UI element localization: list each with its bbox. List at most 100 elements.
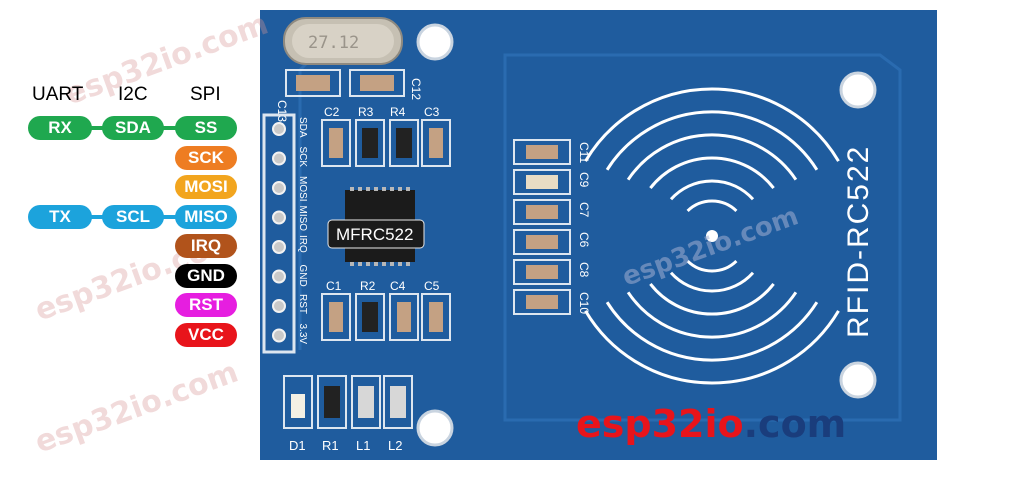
silkscreen-pin-label: RST <box>297 294 308 314</box>
antenna-arc <box>605 110 819 171</box>
chip-leg <box>406 187 410 191</box>
capacitor-pad <box>513 289 571 315</box>
capacitor-pad <box>513 139 571 165</box>
crystal-oscillator: 27.12 <box>283 17 403 65</box>
label-r1: R1 <box>322 438 339 453</box>
label-r3: R3 <box>358 105 374 119</box>
label-c13: C13 <box>275 100 289 122</box>
chip-leg <box>382 187 386 191</box>
spi-header: SPI <box>190 84 221 105</box>
i2c-pin-label-scl: SCL <box>102 204 164 229</box>
capacitor <box>526 205 558 219</box>
mounting-holes <box>416 23 877 447</box>
antenna-arc <box>686 259 738 273</box>
chip-leg <box>358 187 362 191</box>
chip-leg <box>366 262 370 266</box>
pill-connector <box>162 126 177 130</box>
header-pin <box>272 210 286 225</box>
silkscreen-pin-label: MISO <box>297 206 308 232</box>
chip-leg <box>390 262 394 266</box>
antenna-arc <box>669 271 755 293</box>
silkscreen-pin-label: GND <box>297 265 308 287</box>
pin-label-rst: RST <box>175 293 237 317</box>
label-c7: C7 <box>577 202 591 218</box>
pill-connector <box>90 126 104 130</box>
pin-label-sck: SCK <box>175 145 237 170</box>
chip-label: MFRC522 <box>336 225 413 244</box>
silkscreen-pin-label: SDA <box>297 117 308 138</box>
mounting-hole <box>416 23 454 61</box>
lower-components: D1 R1 L1 L2 <box>283 375 413 453</box>
capacitor-pad <box>513 229 571 255</box>
label-c12: C12 <box>409 78 423 100</box>
chip-leg <box>390 187 394 191</box>
antenna-arc <box>649 282 775 316</box>
chip-leg <box>350 187 354 191</box>
label-r2: R2 <box>360 279 376 293</box>
uart-pin-label-rx: RX <box>28 116 92 140</box>
capacitor-pad <box>513 259 571 285</box>
chip-leg <box>374 187 378 191</box>
chip-leg <box>366 187 370 191</box>
header-pin <box>272 181 286 195</box>
pin-label-irq: IRQ <box>175 234 237 258</box>
capacitor <box>526 175 558 189</box>
label-c3: C3 <box>424 105 440 119</box>
chip-leg <box>398 262 402 266</box>
i2c-pin-label-sda: SDA <box>102 116 164 140</box>
silkscreen-pin-label: IRQ <box>297 235 308 253</box>
label-c6: C6 <box>577 232 591 248</box>
capacitor <box>526 145 558 159</box>
crystal-capacitors: C13 C12 <box>275 69 423 122</box>
label-c5: C5 <box>424 279 440 293</box>
chip-leg <box>382 262 386 266</box>
mounting-hole <box>839 361 877 399</box>
pin-label-gnd: GND <box>175 263 237 288</box>
antenna-arc <box>649 156 775 190</box>
capacitor <box>526 295 558 309</box>
header-pin <box>272 299 286 313</box>
header-pin <box>272 151 286 166</box>
antenna-arc <box>584 87 840 162</box>
label-l2: L2 <box>388 438 402 453</box>
mounting-hole <box>416 409 454 447</box>
label-c9: C9 <box>577 172 591 188</box>
pin-label-vcc: VCC <box>175 322 237 347</box>
antenna-arc <box>626 133 798 181</box>
chip-leg <box>374 262 378 266</box>
antenna-arc <box>686 199 738 213</box>
chip-leg <box>350 262 354 266</box>
antenna-arc <box>584 310 840 385</box>
capacitor-pad <box>513 199 571 225</box>
antenna-arc <box>669 179 755 201</box>
capacitor <box>526 235 558 249</box>
antenna-center <box>706 230 718 242</box>
pill-connector <box>162 214 177 219</box>
chip-leg <box>398 187 402 191</box>
header-pin <box>272 328 286 343</box>
label-d1: D1 <box>289 438 306 453</box>
mfrc522-chip: MFRC522 <box>327 187 425 266</box>
antenna-arc <box>605 301 819 362</box>
antenna-arc <box>626 291 798 339</box>
chip-leg <box>358 262 362 266</box>
pill-connector <box>90 214 104 219</box>
model-label: RFID-RC522 <box>842 145 875 338</box>
antenna-loops <box>584 87 840 385</box>
pin-label-mosi: MOSI <box>175 175 237 199</box>
header-pin <box>272 269 286 284</box>
bottom-components: C1 R2 C4 C5 <box>321 279 451 341</box>
label-c11: C11 <box>577 142 591 163</box>
header-pin <box>272 122 286 136</box>
chip-leg <box>406 262 410 266</box>
label-c8: C8 <box>577 262 591 278</box>
crystal-label: 27.12 <box>308 33 359 53</box>
label-c2: C2 <box>324 105 340 119</box>
silkscreen-pin-label: MOSI <box>297 176 308 202</box>
uart-pin-label-tx: TX <box>28 204 92 229</box>
label-c4: C4 <box>390 279 406 293</box>
label-c1: C1 <box>326 279 342 293</box>
